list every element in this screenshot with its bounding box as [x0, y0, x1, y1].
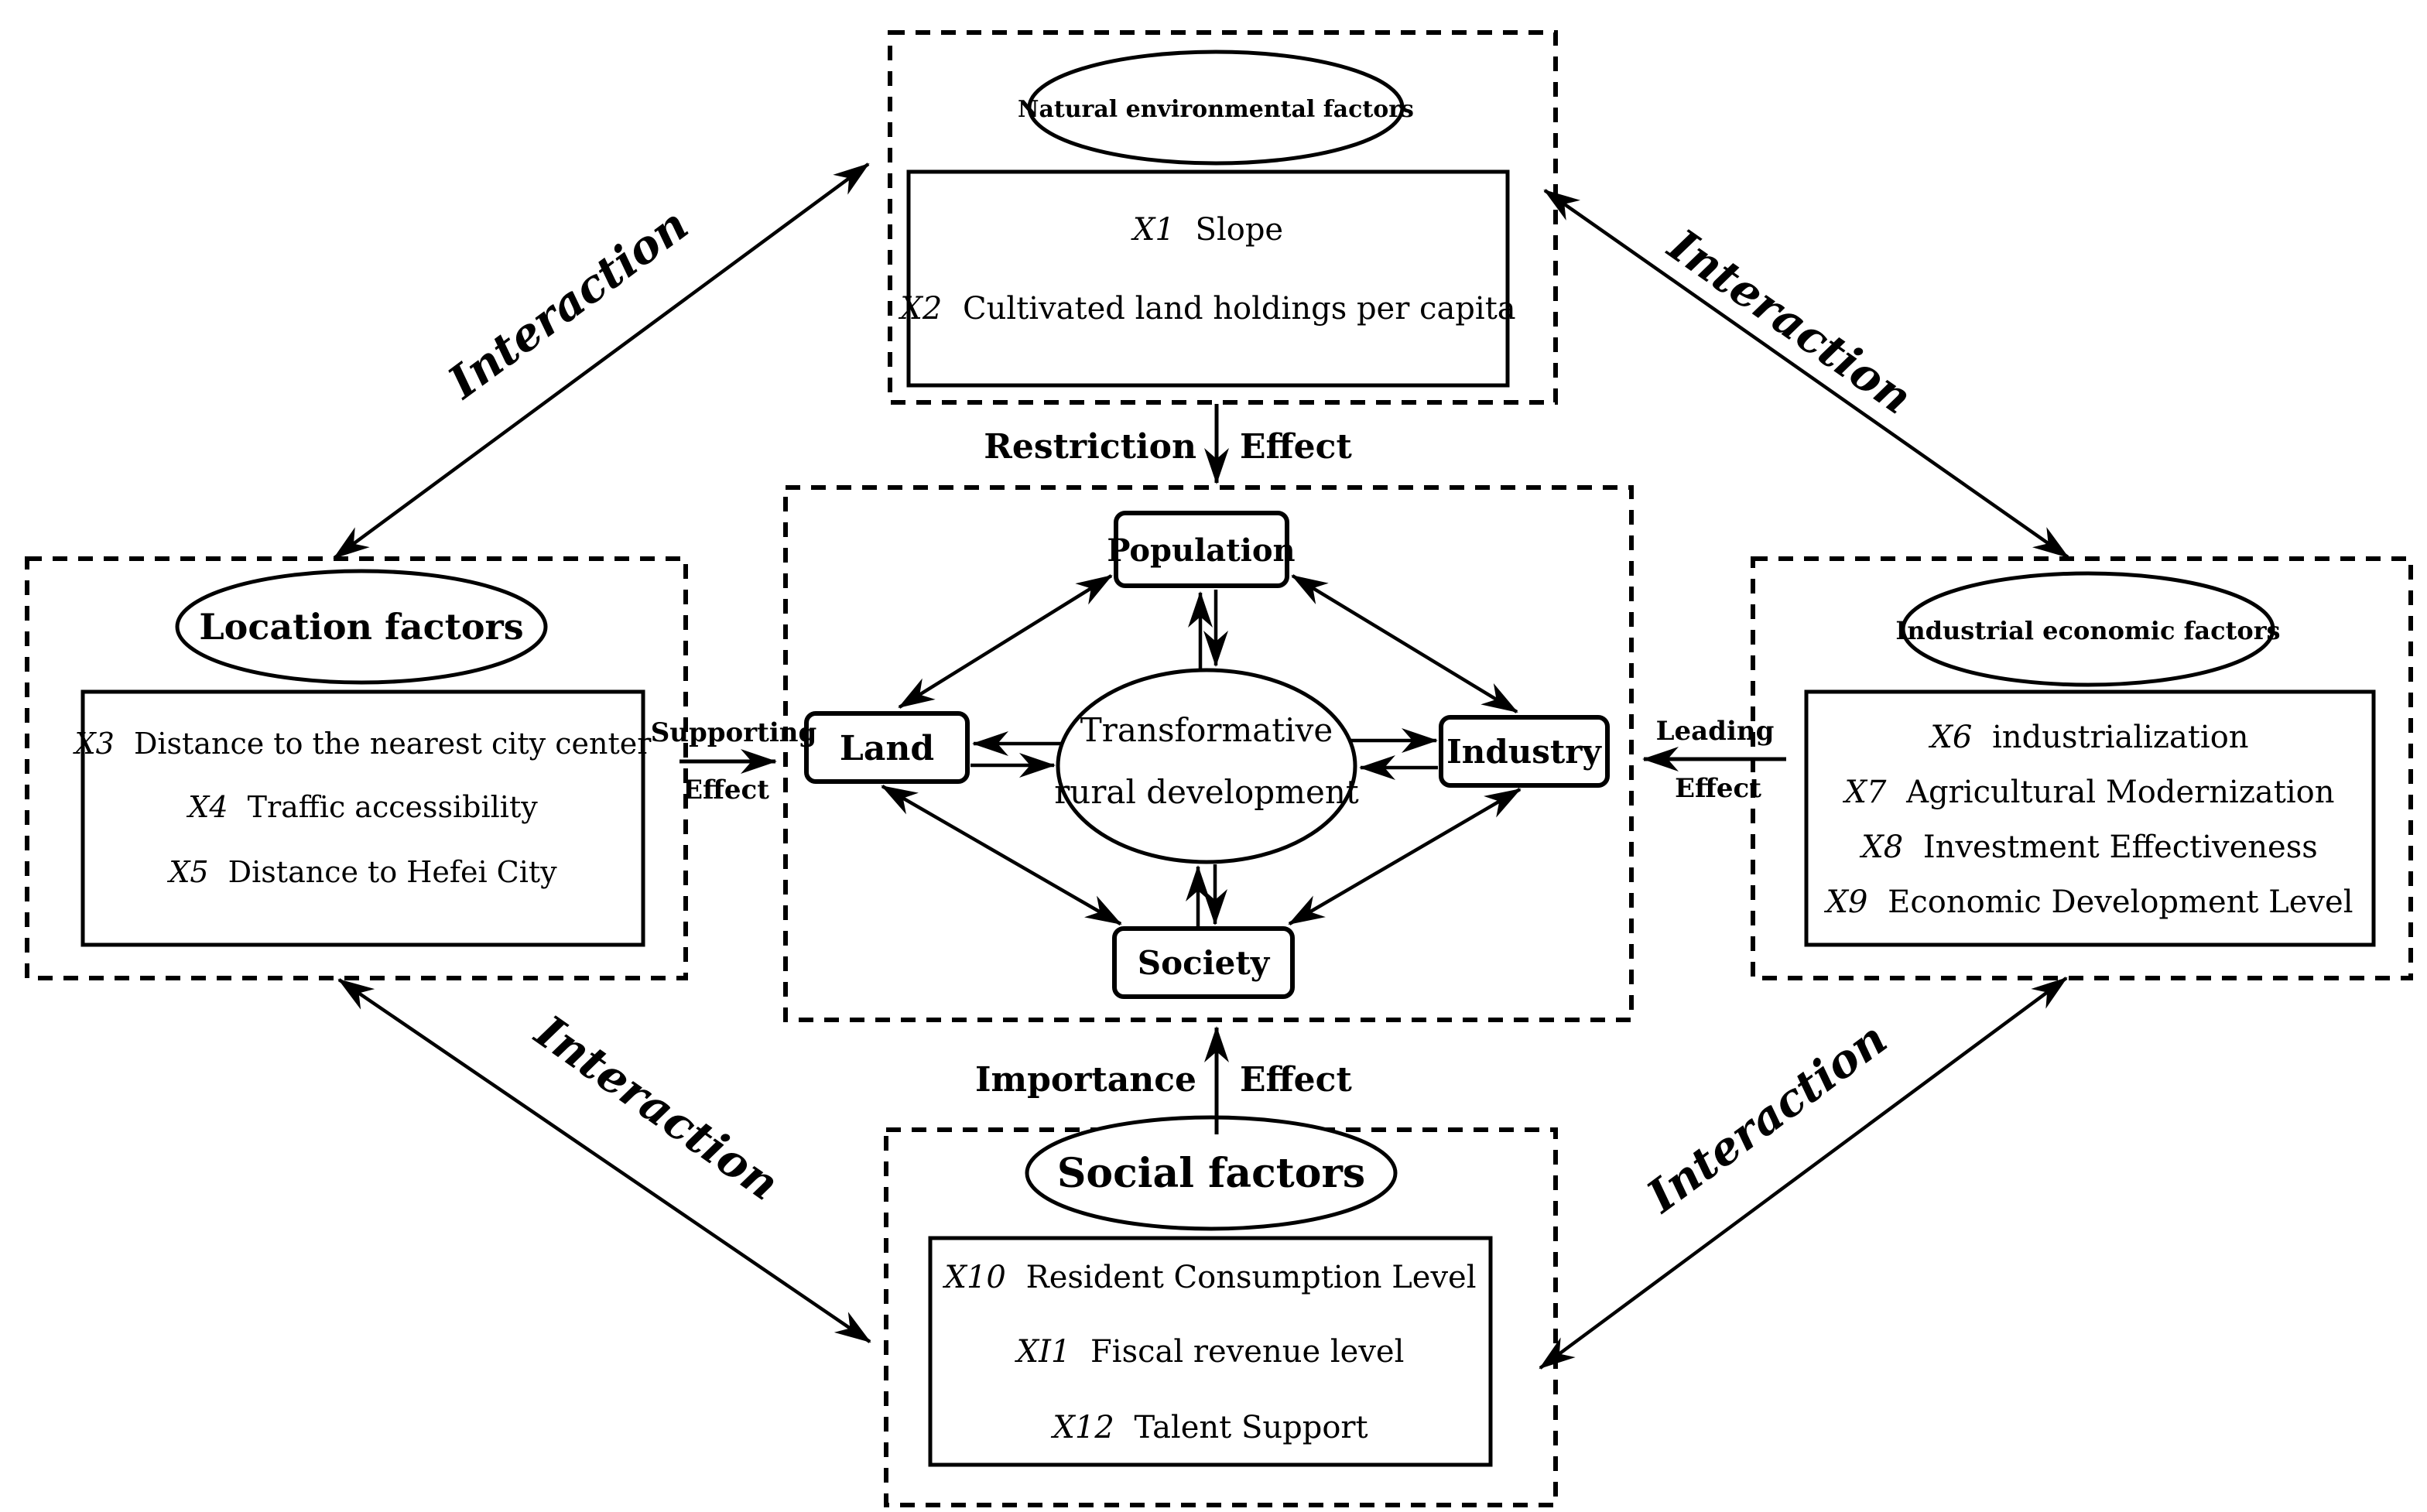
industrial-item-x8: X8 Investment Effectiveness: [1859, 830, 2318, 865]
importance-effect-label: Effect: [1240, 1060, 1352, 1100]
social-item-x10-label: Resident Consumption Level: [1026, 1260, 1477, 1295]
core-label-line1: Transformative: [1080, 711, 1333, 749]
social-item-x12: X12 Talent Support: [1050, 1410, 1368, 1445]
importance-label: Importance: [975, 1060, 1196, 1100]
industrial-item-x6-label: industrialization: [1992, 720, 2249, 755]
core-label-line2: rural development: [1054, 773, 1359, 811]
rural-development-system-box: [783, 485, 1634, 1022]
population-node: [1114, 511, 1289, 588]
natural-item-x2-id: X2: [898, 291, 942, 327]
location-item-x3: X3 Distance to the nearest city center: [73, 727, 652, 761]
natural-item-x2: X2 Cultivated land holdings per capita: [898, 291, 1515, 327]
industrial-item-x7: X7 Agricultural Modernization: [1843, 775, 2335, 810]
industrial-item-x6: X6 industrialization: [1928, 720, 2248, 755]
location-factors-group-box: [25, 556, 688, 980]
arrow-land-society: [881, 785, 1122, 925]
interaction-label-bottom-left: Interaction: [525, 1004, 789, 1211]
natural-factors-title: Natural environmental factors: [1018, 96, 1414, 123]
industrial-item-x7-label: Agricultural Modernization: [1905, 775, 2334, 810]
land-node-label: Land: [840, 729, 934, 768]
industrial-item-x7-id: X7: [1843, 775, 1887, 810]
population-node-label: Population: [1107, 532, 1295, 569]
social-factors-title: Social factors: [1057, 1150, 1365, 1197]
industrial-factors-ellipse: [1901, 571, 2275, 687]
land-node: [804, 711, 970, 784]
location-item-x5-id: X5: [166, 855, 208, 889]
industry-node-label: Industry: [1446, 733, 1602, 771]
core-ellipse: [1056, 668, 1357, 864]
leading-effect-label: Effect: [1675, 773, 1761, 804]
industrial-factors-title: Industrial economic factors: [1895, 616, 2280, 645]
supporting-label: Supporting: [651, 717, 817, 748]
social-item-x12-id: X12: [1050, 1410, 1114, 1445]
location-item-x4-label: Traffic accessibility: [248, 790, 539, 824]
arrow-interaction-bottom-left: [337, 978, 871, 1343]
industrial-item-x9: X9 Economic Development Level: [1824, 884, 2353, 920]
location-factors-list-box: [80, 689, 645, 947]
natural-item-x1-id: X1: [1131, 212, 1175, 248]
supporting-effect-label: Effect: [683, 775, 769, 806]
industrial-item-x8-label: Investment Effectiveness: [1923, 830, 2318, 865]
industrial-item-x8-id: X8: [1859, 830, 1903, 865]
leading-label: Leading: [1656, 716, 1775, 747]
arrow-interaction-bottom-right: [1539, 977, 2068, 1370]
location-item-x3-id: X3: [73, 727, 115, 761]
location-factors-title: Location factors: [199, 606, 523, 648]
natural-item-x1: X1 Slope: [1131, 212, 1283, 248]
location-item-x4-id: X4: [186, 790, 228, 824]
industrial-item-x9-label: Economic Development Level: [1888, 884, 2353, 920]
social-item-xi1-label: Fiscal revenue level: [1090, 1334, 1404, 1370]
social-item-xi1-id: XI1: [1015, 1334, 1071, 1370]
location-item-x3-label: Distance to the nearest city center: [134, 727, 652, 761]
interaction-label-top-right: Interaction: [1658, 218, 1922, 425]
natural-factors-list-box: [906, 169, 1510, 388]
society-node: [1112, 926, 1295, 999]
arrow-population-industry: [1291, 574, 1518, 713]
location-item-x4: X4 Traffic accessibility: [186, 790, 538, 824]
interaction-label-top-left: Interaction: [437, 198, 697, 410]
arrow-interaction-top-left: [333, 162, 870, 559]
arrow-interaction-top-right: [1543, 189, 2069, 559]
location-factors-ellipse: [175, 569, 548, 685]
industry-node: [1439, 715, 1610, 788]
social-factors-ellipse: [1025, 1115, 1398, 1231]
industrial-factors-list-box: [1804, 689, 2376, 947]
social-item-x10: X10 Resident Consumption Level: [942, 1260, 1476, 1295]
interaction-label-bottom-right: Interaction: [1636, 1012, 1896, 1224]
industrial-item-x9-id: X9: [1824, 884, 1868, 920]
industrial-factors-group-box: [1751, 556, 2413, 980]
social-factors-list-box: [928, 1236, 1493, 1467]
location-item-x5: X5 Distance to Hefei City: [166, 855, 557, 889]
natural-item-x2-label: Cultivated land holdings per capita: [963, 291, 1516, 327]
industrial-item-x6-id: X6: [1928, 720, 1972, 755]
location-item-x5-label: Distance to Hefei City: [228, 855, 558, 889]
restriction-effect-label: Effect: [1240, 427, 1352, 467]
restriction-label: Restriction: [984, 427, 1196, 467]
social-item-x10-id: X10: [942, 1260, 1005, 1295]
natural-factors-ellipse: [1027, 50, 1405, 166]
social-item-xi1: XI1 Fiscal revenue level: [1015, 1334, 1405, 1370]
natural-item-x1-label: Slope: [1196, 212, 1284, 248]
arrow-industry-society: [1288, 788, 1522, 925]
social-item-x12-label: Talent Support: [1135, 1410, 1368, 1445]
arrow-population-land: [898, 574, 1113, 709]
society-node-label: Society: [1138, 944, 1271, 982]
